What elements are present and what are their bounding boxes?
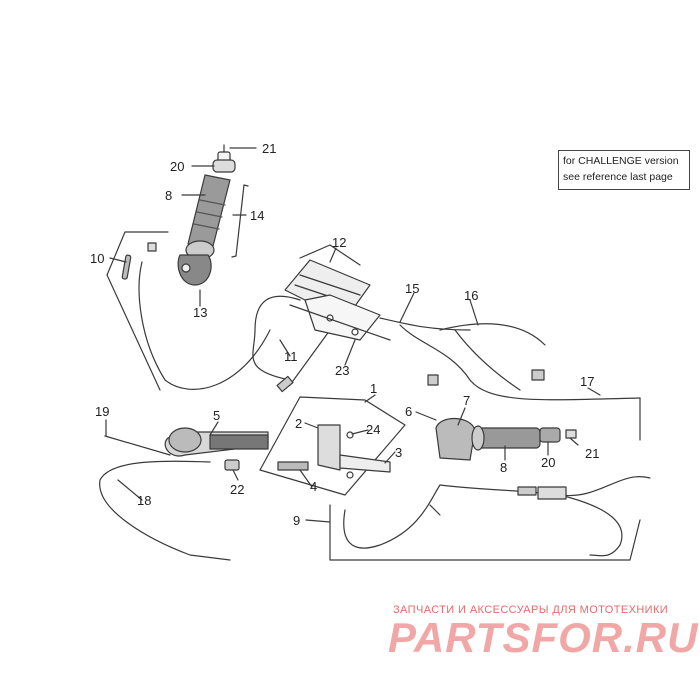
callout-18: 18 bbox=[137, 493, 151, 508]
right-switch-grip bbox=[435, 417, 577, 461]
callout-5: 5 bbox=[213, 408, 220, 423]
callout-11: 11 bbox=[284, 349, 298, 364]
callout-16: 16 bbox=[464, 288, 478, 303]
callout-20-right: 20 bbox=[541, 455, 555, 470]
callout-6: 6 bbox=[405, 404, 412, 419]
callout-2: 2 bbox=[295, 416, 302, 431]
callout-13: 13 bbox=[193, 305, 207, 320]
callout-3: 3 bbox=[395, 445, 402, 460]
callout-12: 12 bbox=[332, 235, 346, 250]
cable-10 bbox=[106, 231, 271, 391]
callout-21-right: 21 bbox=[585, 446, 599, 461]
cable-15-16-17 bbox=[289, 304, 641, 441]
callout-23: 23 bbox=[335, 363, 349, 378]
note-line-1: for CHALLENGE version bbox=[563, 155, 679, 167]
callout-22: 22 bbox=[230, 482, 244, 497]
lever-assembly-box bbox=[259, 396, 406, 496]
callout-15: 15 bbox=[405, 281, 419, 296]
callout-1: 1 bbox=[370, 381, 377, 396]
watermark-logo: PARTSFOR.RU bbox=[388, 614, 699, 661]
switch-housing bbox=[284, 244, 381, 341]
callout-9: 9 bbox=[293, 513, 300, 528]
cable-9 bbox=[329, 476, 651, 561]
callout-10: 10 bbox=[90, 251, 104, 266]
note-line-2: see reference last page bbox=[563, 171, 673, 183]
leader-lines bbox=[105, 147, 601, 523]
callout-8-right: 8 bbox=[500, 460, 507, 475]
callout-4: 4 bbox=[310, 479, 317, 494]
callout-17: 17 bbox=[580, 374, 594, 389]
callout-24: 24 bbox=[366, 422, 380, 437]
callout-7: 7 bbox=[463, 393, 470, 408]
watermark-tagline: ЗАПЧАСТИ И АКСЕССУАРЫ ДЛЯ МОТОТЕХНИКИ bbox=[393, 604, 669, 616]
callout-19: 19 bbox=[95, 404, 109, 419]
version-note: for CHALLENGE version see reference last… bbox=[558, 150, 690, 190]
cable-11 bbox=[252, 295, 331, 393]
callout-14: 14 bbox=[250, 208, 264, 223]
callout-20-top: 20 bbox=[170, 159, 184, 174]
throttle-grip-assembly bbox=[177, 144, 249, 286]
clutch-lever-assembly bbox=[99, 427, 269, 561]
callout-8-top: 8 bbox=[165, 188, 172, 203]
callout-21-top: 21 bbox=[262, 141, 276, 156]
